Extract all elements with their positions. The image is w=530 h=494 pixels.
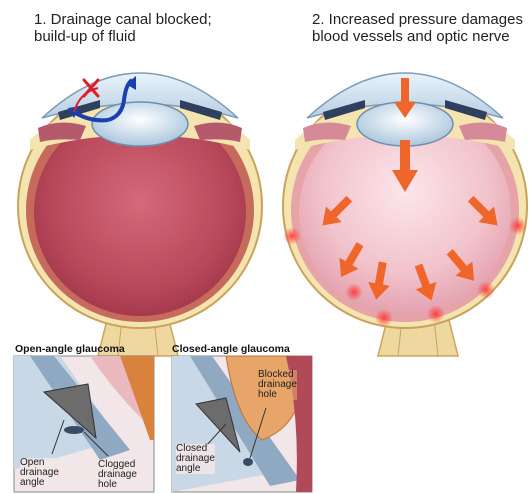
left-eye [18,73,262,356]
right-eye [283,73,527,356]
step-1-caption: 1. Drainage canal blocked; build-up of f… [34,11,244,45]
clogged-drainage-hole-label: Clogged drainage hole [98,460,137,490]
open-angle-title: Open-angle glaucoma [15,343,125,355]
step-2-caption: 2. Increased pressure damages blood vess… [312,11,527,45]
blocked-drainage-hole-label: Blocked drainage hole [258,370,297,400]
closed-drainage-angle-label: Closed drainage angle [176,444,215,474]
lens-left [92,102,188,146]
open-drainage-angle-label: Open drainage angle [20,458,59,488]
closed-angle-title: Closed-angle glaucoma [172,343,290,355]
